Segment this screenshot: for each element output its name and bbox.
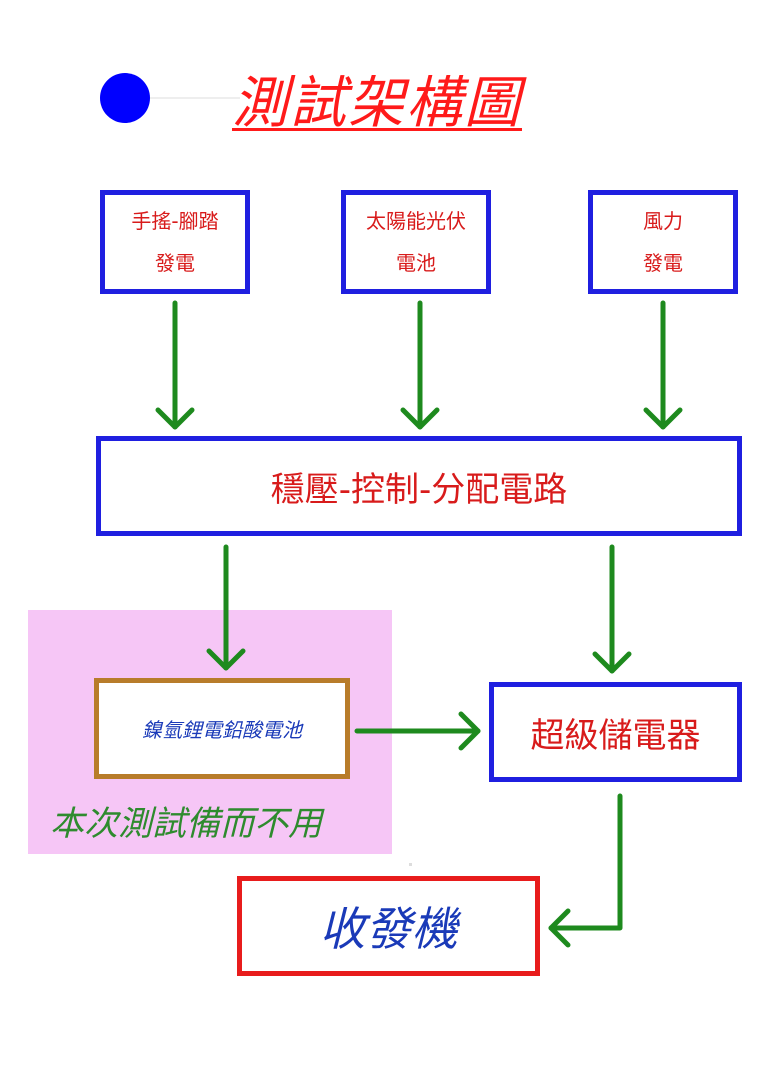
edge-line (548, 793, 623, 931)
edge-regulator-to-supercap (592, 544, 632, 674)
node-source-solar: 太陽能光伏 電池 (341, 190, 491, 294)
node-regulator: 穩壓-控制-分配電路 (96, 436, 742, 536)
node-source-hand-crank-line2: 發電 (155, 251, 195, 275)
unused-note: 本次測試備而不用 (50, 804, 322, 844)
arrowhead-icon (155, 407, 195, 430)
node-battery-label: 鎳氫鋰電鉛酸電池 (142, 718, 302, 742)
arrowhead-icon (400, 407, 440, 430)
title-bullet-icon (100, 73, 150, 123)
node-battery: 鎳氫鋰電鉛酸電池 (94, 678, 350, 779)
arrowhead-icon (643, 407, 683, 430)
node-source-wind-line1: 風力 (643, 209, 683, 233)
node-supercap: 超級儲電器 (489, 682, 742, 782)
arrowhead-icon (592, 651, 632, 674)
edge-source_hand-to-regulator (155, 300, 195, 430)
node-transceiver-label: 收發機 (319, 902, 458, 956)
node-source-solar-line1: 太陽能光伏 (366, 209, 466, 233)
node-transceiver: 收發機 (237, 876, 540, 976)
node-source-wind-line2: 發電 (643, 251, 683, 275)
node-source-hand-crank-line1: 手搖-腳踏 (131, 209, 219, 233)
bullet-connector-line (150, 97, 240, 99)
node-source-solar-line2: 電池 (396, 251, 436, 275)
node-source-wind: 風力 發電 (588, 190, 738, 294)
arrowhead-icon (548, 908, 571, 948)
stray-dot (409, 863, 412, 866)
edge-regulator-to-battery (206, 544, 246, 671)
arrowhead-icon (458, 711, 481, 751)
node-supercap-label: 超級儲電器 (530, 715, 701, 756)
node-regulator-label: 穩壓-控制-分配電路 (270, 469, 568, 510)
node-source-hand-crank: 手搖-腳踏 發電 (100, 190, 250, 294)
edge-source_solar-to-regulator (400, 300, 440, 430)
edge-supercap-to-transceiver (548, 793, 623, 948)
edge-battery-to-supercap (354, 711, 481, 751)
arrowhead-icon (206, 648, 246, 671)
edge-source_wind-to-regulator (643, 300, 683, 430)
diagram-title: 測試架構圖 (232, 71, 522, 136)
